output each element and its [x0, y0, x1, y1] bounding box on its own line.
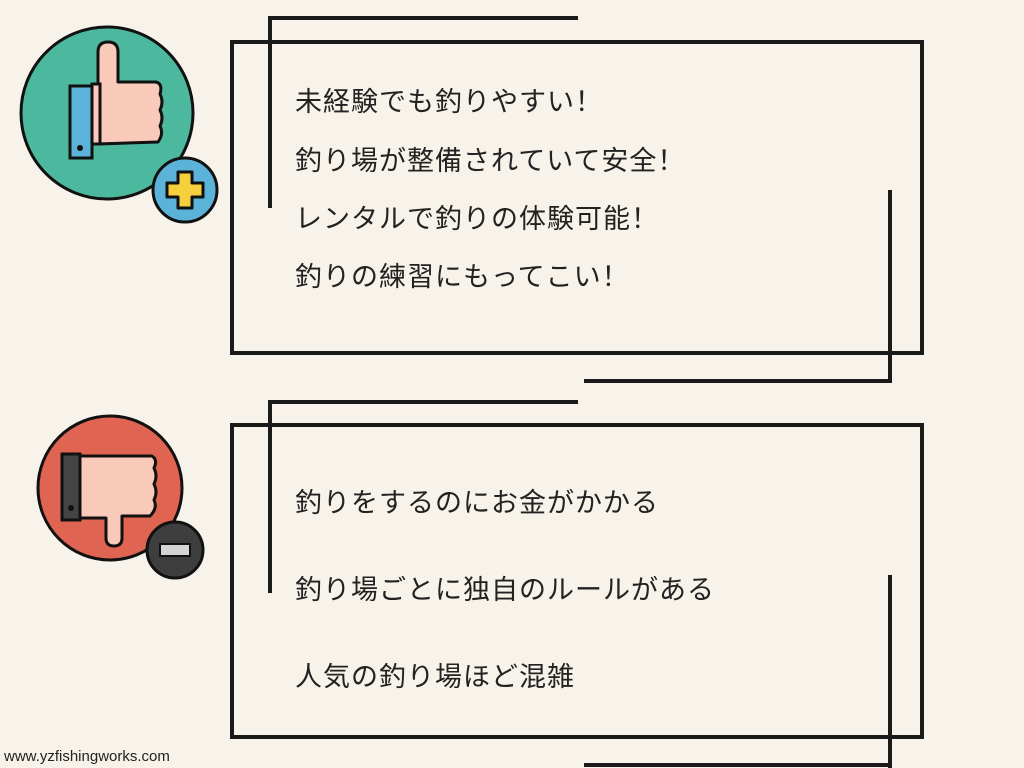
decor-line	[584, 763, 892, 767]
thumbs-up-plus-icon	[19, 25, 219, 224]
decor-line	[584, 379, 892, 383]
decor-line	[268, 16, 272, 208]
pros-item: 釣りの練習にもってこい！	[295, 262, 630, 293]
pros-item: 未経験でも釣りやすい！	[295, 87, 603, 118]
decor-line	[268, 400, 578, 404]
decor-line	[888, 190, 892, 383]
decor-line	[888, 575, 892, 768]
thumbs-down-minus-icon	[36, 414, 205, 580]
pros-box	[230, 40, 924, 355]
pros-item: レンタルで釣りの体験可能！	[295, 204, 659, 235]
cons-item: 人気の釣り場ほど混雑	[295, 662, 575, 693]
cons-item: 釣り場ごとに独自のルールがある	[295, 575, 715, 606]
decor-line	[268, 400, 272, 593]
cons-box	[230, 423, 924, 739]
pros-item: 釣り場が整備されていて安全！	[295, 146, 686, 177]
watermark: www.yzfishingworks.com	[4, 748, 170, 765]
cons-item: 釣りをするのにお金がかかる	[295, 488, 659, 519]
decor-line	[268, 16, 578, 20]
